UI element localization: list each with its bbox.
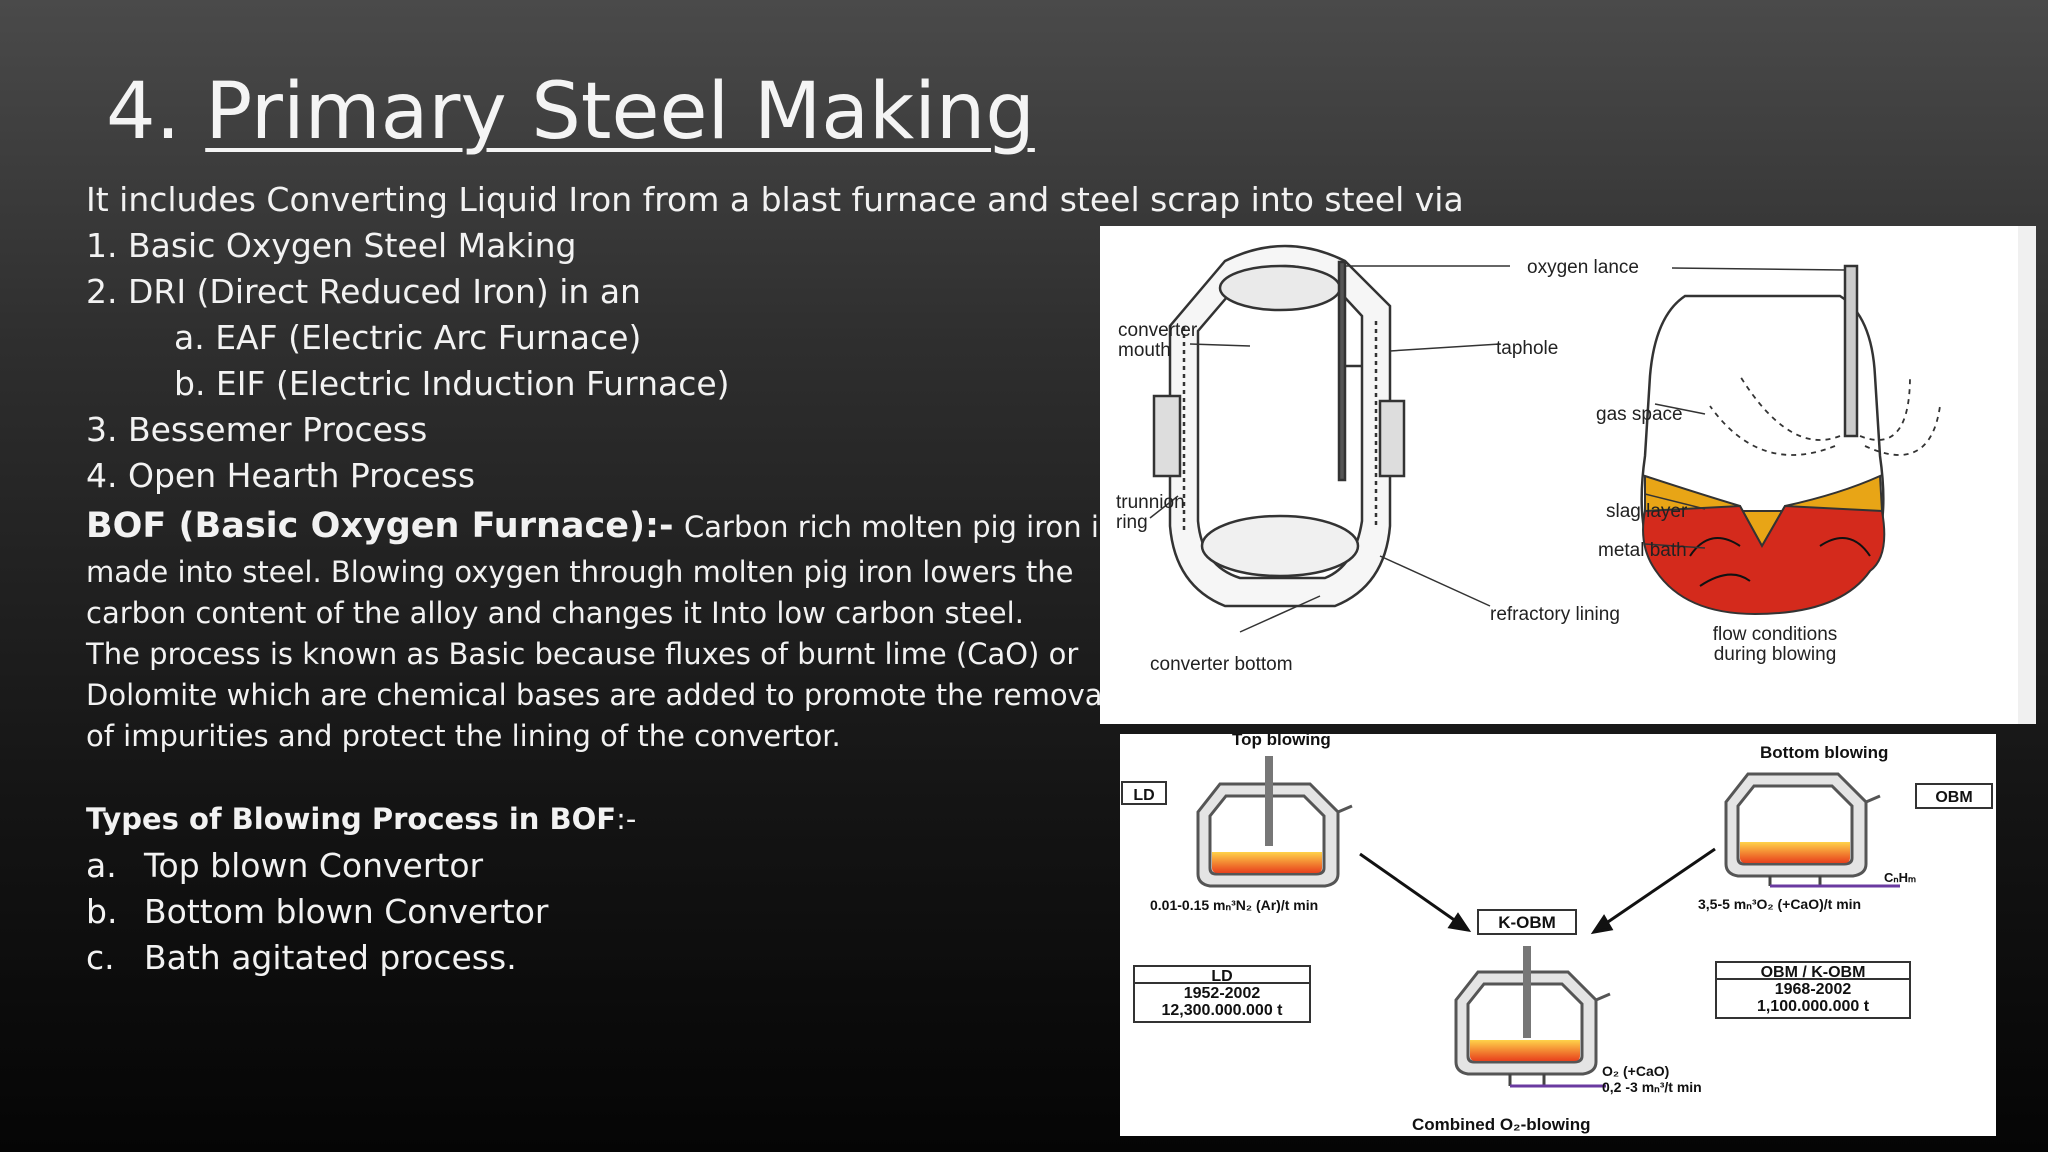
bof-first-line: BOF (Basic Oxygen Furnace):- Carbon rich… (86, 506, 1114, 546)
method-item: 4. Open Hearth Process (86, 456, 476, 495)
bof-line: Carbon rich molten pig iron is (684, 510, 1115, 544)
label-obm-box-tonnage: 1,100.000.000 t (1757, 998, 1870, 1015)
converter-diagram: oxygen lance converter mouth taphole gas… (1100, 226, 2036, 724)
label-kobm: K-OBM (1498, 913, 1556, 932)
slide-title: 4. Primary Steel Making (106, 62, 1035, 162)
blowing-item: Bottom blown Convertor (144, 892, 549, 931)
bof-line: of impurities and protect the lining of … (86, 719, 841, 753)
bof-line: Dolomite which are chemical bases are ad… (86, 678, 1111, 712)
label-bottom-blowing: Bottom blowing (1760, 743, 1888, 762)
label-top-blowing: Top blowing (1232, 734, 1331, 749)
label-slag-layer: slag layer (1606, 501, 1688, 522)
label-ld-box-years: 1952-2002 (1184, 985, 1261, 1002)
bof-heading: BOF (Basic Oxygen Furnace):- (86, 506, 674, 546)
label-chm: CₙHₘ (1884, 870, 1916, 885)
label-obm-rate: 3,5-5 mₙ³O₂ (+CaO)/t min (1698, 896, 1861, 912)
label-trunnion-ring: trunnion (1116, 492, 1185, 513)
bof-line: carbon content of the alloy and changes … (86, 596, 1024, 630)
method-subitem: a. EAF (Electric Arc Furnace) (174, 318, 642, 357)
label-converter-mouth: mouth (1118, 340, 1171, 361)
intro-text: It includes Converting Liquid Iron from … (86, 180, 1464, 219)
blowing-diagram: Top blowing Bottom blowing LD OBM K-OBM … (1120, 734, 1996, 1136)
label-obm-box-title: OBM / K-OBM (1761, 964, 1866, 981)
method-item: 2. DRI (Direct Reduced Iron) in an (86, 272, 641, 311)
blowing-item: Top blown Convertor (144, 846, 484, 885)
label-flow-conditions: flow conditions (1713, 624, 1838, 645)
label-metal-bath: metal bath (1598, 540, 1687, 561)
bof-line: The process is known as Basic because fl… (86, 637, 1079, 671)
label-obm-box-years: 1968-2002 (1775, 981, 1852, 998)
label-trunnion-ring: ring (1116, 512, 1148, 533)
method-subitem: b. EIF (Electric Induction Furnace) (174, 364, 730, 403)
label-ld: LD (1133, 787, 1154, 804)
title-text: Primary Steel Making (205, 67, 1035, 157)
label-ld-rate: 0.01-0.15 mₙ³N₂ (Ar)/t min (1150, 897, 1318, 913)
method-item: 1. Basic Oxygen Steel Making (86, 226, 577, 265)
blowing-marker: b. (86, 892, 118, 931)
bof-line: made into steel. Blowing oxygen through … (86, 555, 1074, 589)
label-o2-cao: O₂ (+CaO) (1602, 1063, 1669, 1079)
label-converter-bottom: converter bottom (1150, 654, 1293, 675)
label-o2-rate: 0,2 -3 mₙ³/t min (1602, 1079, 1702, 1095)
label-taphole: taphole (1496, 338, 1558, 359)
blowing-marker: a. (86, 846, 117, 885)
label-combined-blowing: Combined O₂-blowing (1412, 1115, 1590, 1134)
label-flow-conditions: during blowing (1714, 644, 1837, 665)
blowing-marker: c. (86, 938, 115, 977)
blowing-heading: Types of Blowing Process in BOF:- (86, 802, 637, 836)
blowing-item: Bath agitated process. (144, 938, 517, 977)
label-obm: OBM (1935, 789, 1972, 806)
title-number: 4. (106, 67, 206, 157)
label-ld-box-title: LD (1211, 968, 1232, 985)
label-oxygen-lance: oxygen lance (1527, 257, 1639, 278)
label-gas-space: gas space (1596, 404, 1683, 425)
label-ld-box-tonnage: 12,300.000.000 t (1162, 1002, 1284, 1019)
label-refractory-lining: refractory lining (1490, 604, 1620, 625)
label-converter-mouth: converter (1118, 320, 1198, 341)
method-item: 3. Bessemer Process (86, 410, 428, 449)
